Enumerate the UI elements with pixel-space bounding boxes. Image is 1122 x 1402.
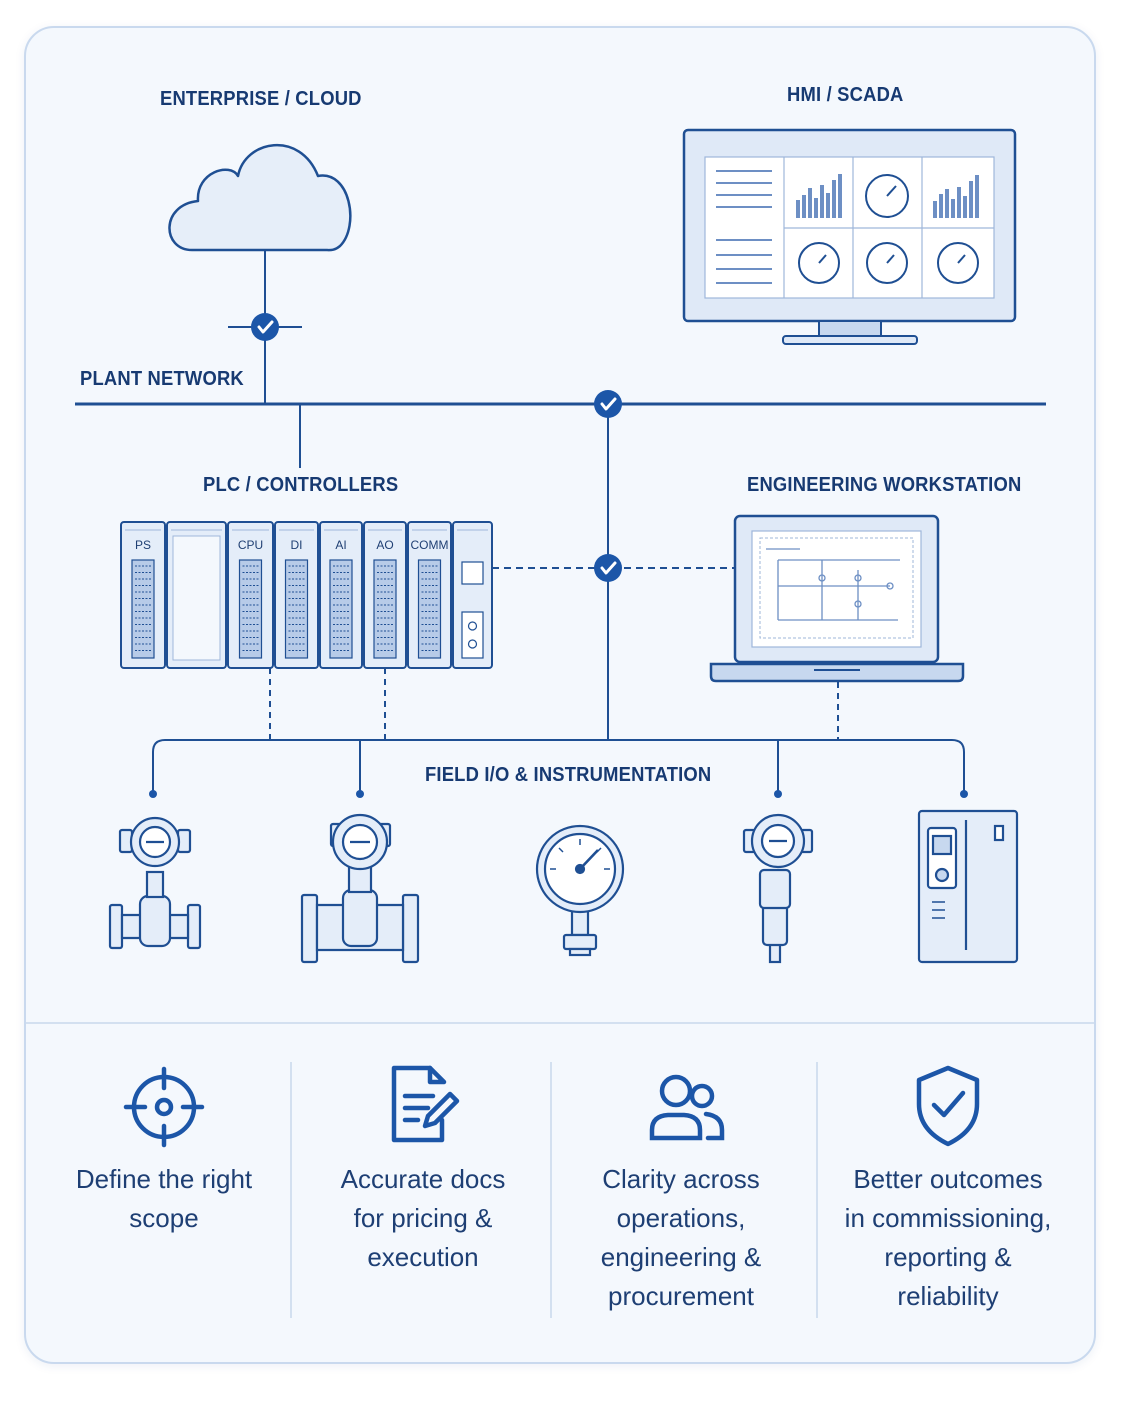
plc-module-label: AI	[335, 538, 346, 552]
users-icon	[649, 1074, 725, 1141]
document-edit-icon	[391, 1065, 460, 1143]
pressure-transmitter-icon	[742, 813, 814, 964]
flow-transmitter-small-icon	[108, 816, 202, 950]
pressure-gauge-icon	[535, 824, 625, 957]
plc-module: CPU	[227, 521, 274, 669]
column-divider	[290, 1062, 292, 1318]
plc-module	[452, 521, 493, 669]
hmi-monitor	[682, 128, 1017, 345]
field-io-label: FIELD I/O & INSTRUMENTATION	[425, 764, 712, 786]
checkmark-icon	[592, 388, 624, 420]
shield-check-icon	[916, 1065, 980, 1147]
plc-module-label: AO	[376, 538, 393, 552]
plc-module: DI	[274, 521, 319, 669]
plc-controllers-label: PLC / CONTROLLERS	[203, 474, 399, 496]
cloud-icon	[168, 144, 352, 252]
section-divider	[26, 1022, 1094, 1024]
plant-network-label: PLANT NETWORK	[80, 368, 244, 390]
plc-module: AI	[319, 521, 363, 669]
plc-module: AO	[363, 521, 407, 669]
checkmark-icon	[249, 311, 281, 343]
architecture-diagram: PS CPU DI AI AO COMM	[75, 128, 1046, 964]
plc-module-label: CPU	[238, 538, 263, 552]
plc-module: PS	[120, 521, 166, 669]
column-divider	[816, 1062, 818, 1318]
engineering-workstation-label: ENGINEERING WORKSTATION	[747, 474, 1022, 496]
control-cabinet-icon	[917, 809, 1019, 964]
column-divider	[550, 1062, 552, 1318]
plc-module-label: COMM	[411, 538, 449, 552]
plc-module-label: PS	[135, 538, 151, 552]
plc-module-label: DI	[291, 538, 303, 552]
hmi-scada-label: HMI / SCADA	[787, 84, 904, 106]
drop-points	[149, 790, 968, 798]
enterprise-cloud-label: ENTERPRISE / CLOUD	[160, 88, 362, 110]
target-icon	[123, 1066, 205, 1148]
plc-module: COMM	[407, 521, 452, 669]
plc-module	[166, 521, 227, 669]
checkmark-icon	[592, 552, 624, 584]
plc-rack: PS CPU DI AI AO COMM	[120, 521, 493, 669]
flow-meter-icon	[300, 813, 420, 964]
engineering-laptop	[709, 514, 965, 683]
